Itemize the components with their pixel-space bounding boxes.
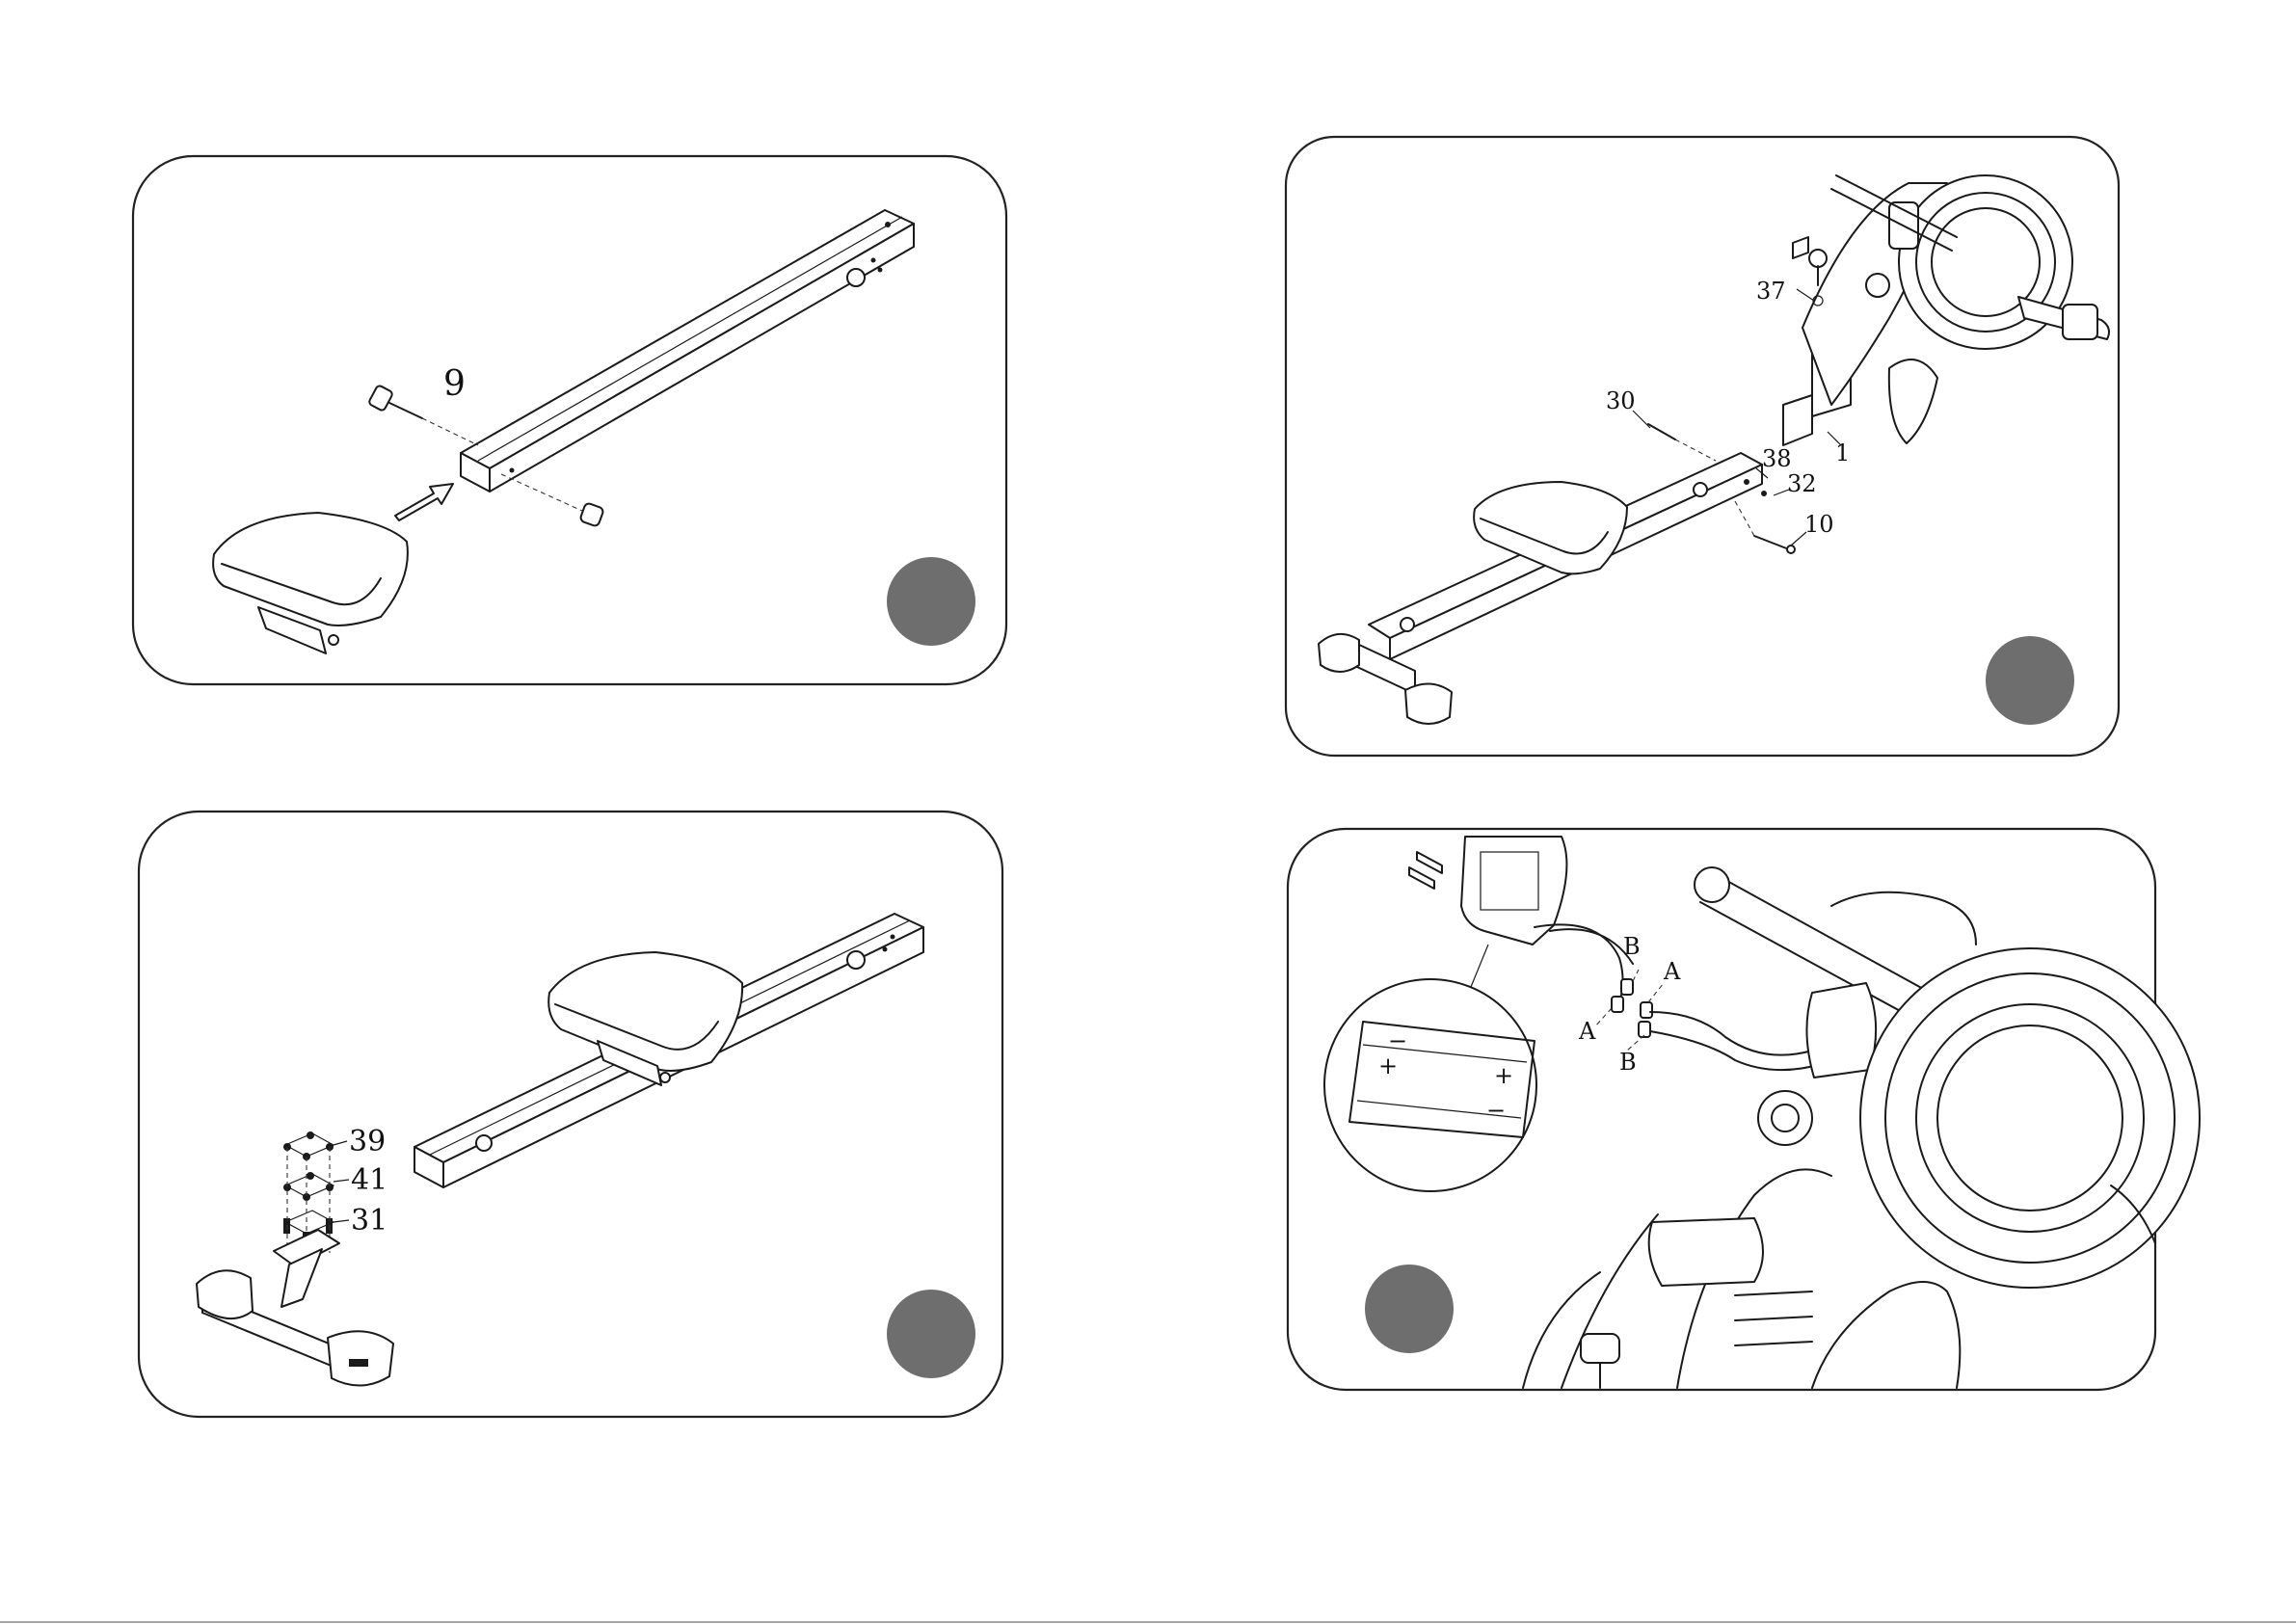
callout-10: 10: [1804, 511, 1834, 538]
svg-text:−: −: [1388, 1027, 1407, 1054]
callout-38: 38: [1762, 445, 1792, 472]
svg-text:−: −: [1486, 1097, 1506, 1124]
callout-B-upper: B: [1623, 933, 1641, 960]
callout-A-upper: A: [1663, 958, 1681, 985]
callout-31: 31: [351, 1204, 387, 1238]
step-1-panel: [133, 156, 1006, 684]
callout-9: 9: [443, 364, 466, 404]
callout-39: 39: [349, 1125, 386, 1158]
callout-37: 37: [1756, 278, 1786, 305]
callout-B-lower: B: [1619, 1049, 1637, 1076]
callout-A-lower: A: [1578, 1018, 1596, 1045]
step-badge: [887, 1290, 975, 1378]
step-2-panel: 39 41 31: [139, 812, 1002, 1417]
callout-41: 41: [351, 1163, 387, 1197]
step-badge: [887, 557, 975, 646]
battery-detail: + − + −: [1324, 979, 1536, 1191]
svg-text:+: +: [1378, 1052, 1398, 1079]
step-4-panel: + − + −: [1288, 829, 2200, 1390]
step-badge: [1365, 1265, 1454, 1353]
svg-text:+: +: [1494, 1062, 1513, 1089]
step-3-panel: 37 30 38 32 1 10: [1286, 137, 2119, 756]
step-badge: [1986, 636, 2074, 725]
callout-1: 1: [1835, 439, 1850, 466]
callout-32: 32: [1787, 470, 1817, 497]
callout-30: 30: [1606, 387, 1636, 414]
